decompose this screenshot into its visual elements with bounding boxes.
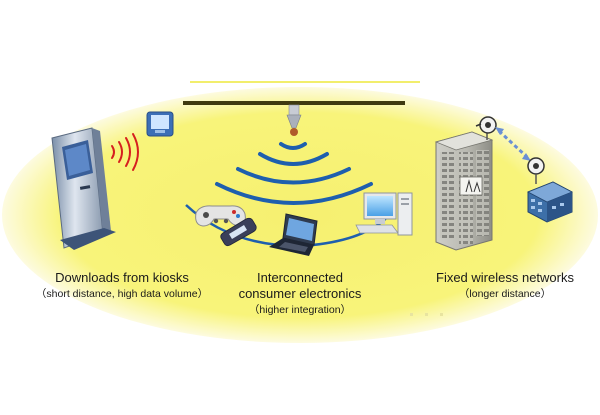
kiosk-icon [51, 127, 116, 250]
consumer-caption: Interconnected consumer electronics （hig… [200, 270, 400, 317]
pda-icon [146, 111, 174, 137]
wireless-link-arrow [495, 127, 531, 161]
consumer-caption-sub: （higher integration） [248, 304, 352, 316]
satellite-dish-icon [475, 116, 497, 140]
fixed-caption-main: Fixed wireless networks [436, 270, 574, 285]
consumer-caption-line1: Interconnected [256, 270, 343, 285]
fixed-caption-sub: （longer distance） [458, 288, 552, 300]
radio-waves-icon [215, 142, 373, 205]
office-building-icon [434, 131, 494, 251]
mobile-phone-icon [220, 217, 257, 247]
desktop-computer-icon [355, 192, 413, 236]
kiosk-caption: Downloads from kiosks （short distance, h… [22, 270, 222, 301]
laptop-icon [269, 213, 318, 256]
decorative-dots [410, 313, 443, 316]
small-building-icon [527, 181, 573, 223]
ceiling-bar [183, 101, 405, 105]
kiosk-caption-sub: （short distance, high data volume） [35, 288, 209, 300]
kiosk-caption-main: Downloads from kiosks [55, 270, 189, 285]
fixed-caption: Fixed wireless networks （longer distance… [405, 270, 600, 301]
satellite-dish-icon-2 [527, 157, 545, 184]
kiosk-signal-waves [111, 133, 139, 171]
ceiling-antenna-icon [286, 104, 302, 136]
consumer-caption-line2: consumer electronics [238, 286, 362, 301]
